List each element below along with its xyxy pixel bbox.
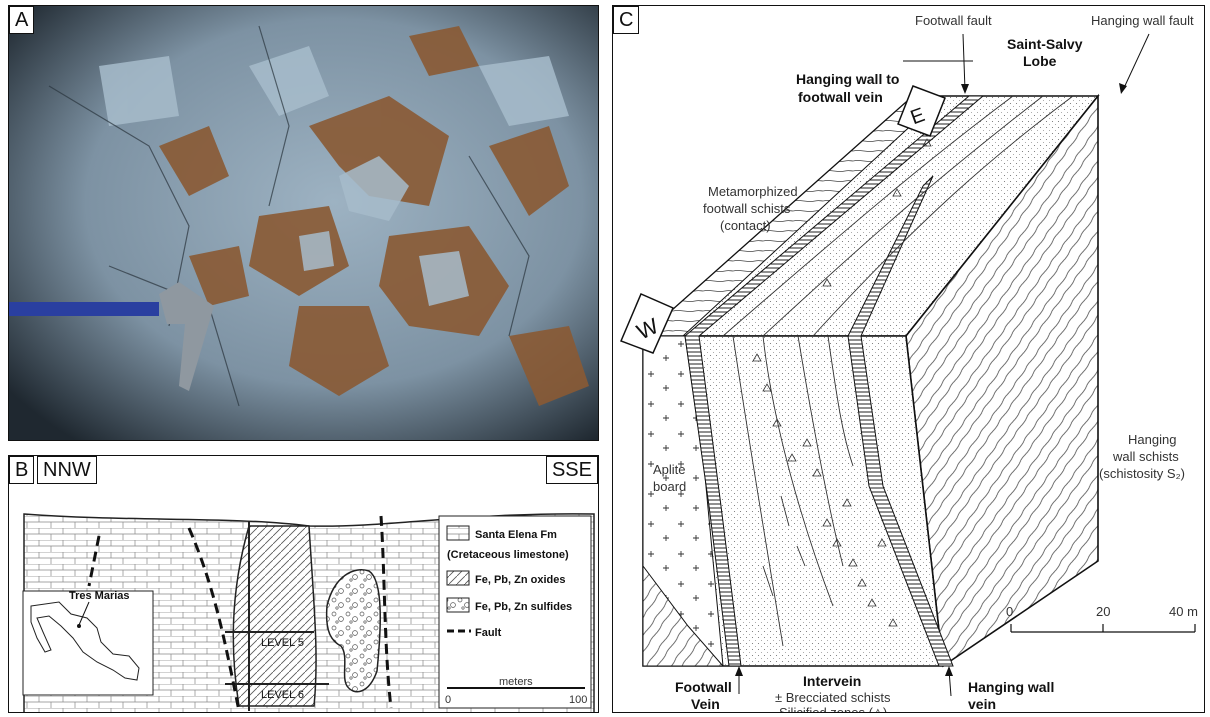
panel-c-scale-bar: 0 20 40 m [1006, 604, 1198, 632]
direction-sse: SSE [546, 456, 598, 484]
hw-to-fw-vein-label-1: Hanging wall to [796, 71, 899, 87]
legend-fault-label: Fault [475, 627, 502, 639]
panel-b-legend: Santa Elena Fm (Cretaceous limestone) Fe… [439, 516, 591, 708]
intervein-sublabel-1: ± Brecciated schists [775, 690, 891, 705]
legend-sulfides-label: Fe, Pb, Zn sulfides [475, 601, 572, 613]
saint-salvy-label-2: Lobe [1023, 53, 1057, 69]
level-6-label: LEVEL 6 [261, 689, 304, 701]
scale-start: 0 [445, 694, 451, 706]
intervein-sublabel-2: Silicified zones (△) [779, 705, 887, 713]
scale-unit: meters [499, 676, 533, 688]
panel-a-photo: A [8, 5, 599, 441]
scale-end: 100 [569, 694, 587, 706]
aplite-label-1: Aplite [653, 462, 686, 477]
scale-c-end: 40 m [1169, 604, 1198, 619]
scale-c-mid: 20 [1096, 604, 1110, 619]
block-diagram: W E Footwall fault Hanging wall fault Sa… [613, 6, 1205, 713]
footwall-vein-label-1: Footwall [675, 679, 732, 695]
outcrop-photo [9, 6, 599, 441]
direction-nnw: NNW [37, 456, 97, 484]
footwall-vein-label-2: Vein [691, 696, 720, 712]
legend-limestone-sublabel: (Cretaceous limestone) [447, 549, 569, 561]
panel-c-label: C [613, 6, 639, 34]
tres-marias-label: Tres Marias [69, 590, 130, 602]
metamorphized-label-3: (contact) [720, 218, 771, 233]
panel-a-label: A [9, 6, 34, 34]
legend-limestone-label: Santa Elena Fm [475, 529, 557, 541]
hanging-wall-vein-label-1: Hanging wall [968, 679, 1054, 695]
hanging-wall-schists-label-1: Hanging [1128, 432, 1176, 447]
oxide-orebody [233, 526, 316, 706]
metamorphized-label-2: footwall schists [703, 201, 791, 216]
metamorphized-label-1: Metamorphized [708, 184, 798, 199]
hanging-wall-schists-label-3: (schistosity S₂) [1099, 466, 1185, 481]
hanging-wall-vein-label-2: vein [968, 696, 996, 712]
saint-salvy-label-1: Saint-Salvy [1007, 36, 1083, 52]
cross-section-diagram: LEVEL 5 LEVEL 6 Tres Marias Santa Elena … [9, 456, 599, 713]
hammer-handle [9, 302, 159, 316]
panel-c-block-diagram: W E Footwall fault Hanging wall fault Sa… [612, 5, 1205, 713]
hanging-wall-schists-label-2: wall schists [1112, 449, 1179, 464]
aplite-label-2: board [653, 479, 686, 494]
footwall-fault-label: Footwall fault [915, 13, 992, 28]
legend-oxides-label: Fe, Pb, Zn oxides [475, 574, 565, 586]
intervein-label: Intervein [803, 673, 861, 689]
hanging-wall-fault-label: Hanging wall fault [1091, 13, 1194, 28]
panel-b-cross-section: LEVEL 5 LEVEL 6 Tres Marias Santa Elena … [8, 455, 599, 713]
hw-to-fw-vein-label-2: footwall vein [798, 89, 883, 105]
level-5-label: LEVEL 5 [261, 637, 304, 649]
scale-c-start: 0 [1006, 604, 1013, 619]
panel-b-label: B [9, 456, 34, 484]
